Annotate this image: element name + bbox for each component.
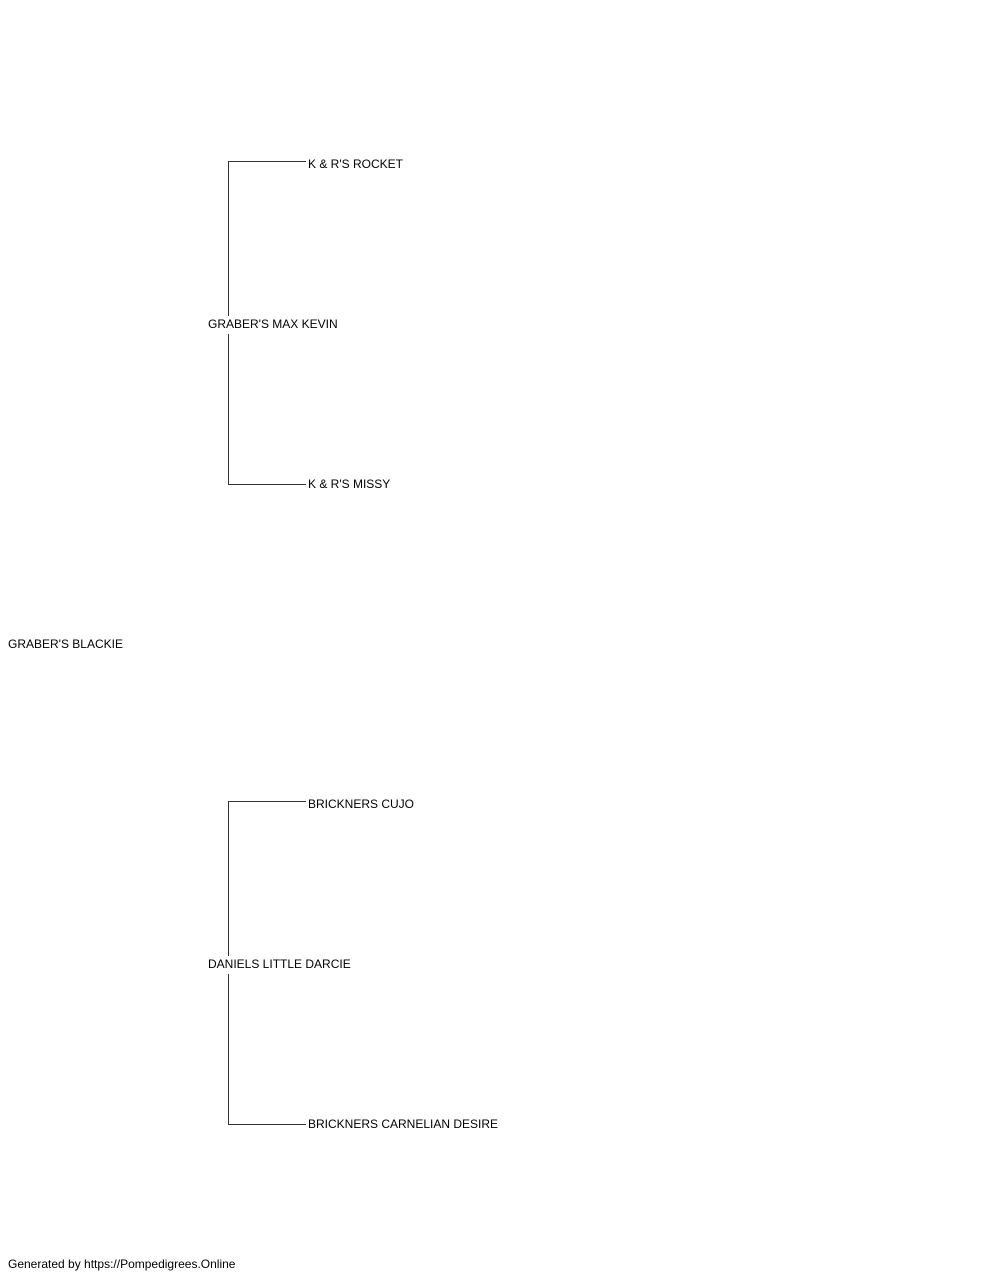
dam-branch-top-horizontal bbox=[228, 801, 306, 802]
dam-name: DANIELS LITTLE DARCIE bbox=[208, 957, 351, 971]
generated-by-footer: Generated by https://Pompedigrees.Online bbox=[8, 1257, 236, 1271]
sire-branch-top-horizontal bbox=[228, 161, 306, 162]
dam-branch-bottom-horizontal bbox=[228, 1124, 306, 1125]
subject-name: GRABER'S BLACKIE bbox=[8, 637, 123, 651]
dam-branch-lower-vertical bbox=[228, 974, 229, 1125]
sire-name: GRABER'S MAX KEVIN bbox=[208, 317, 338, 331]
sire-branch-upper-vertical bbox=[228, 161, 229, 316]
sire-dam-name: K & R'S MISSY bbox=[308, 477, 391, 491]
dam-sire-name: BRICKNERS CUJO bbox=[308, 797, 415, 811]
dam-branch-upper-vertical bbox=[228, 801, 229, 956]
dam-dam-name: BRICKNERS CARNELIAN DESIRE bbox=[308, 1117, 499, 1131]
sire-sire-name: K & R'S ROCKET bbox=[308, 157, 403, 171]
sire-branch-bottom-horizontal bbox=[228, 484, 306, 485]
sire-branch-lower-vertical bbox=[228, 334, 229, 485]
